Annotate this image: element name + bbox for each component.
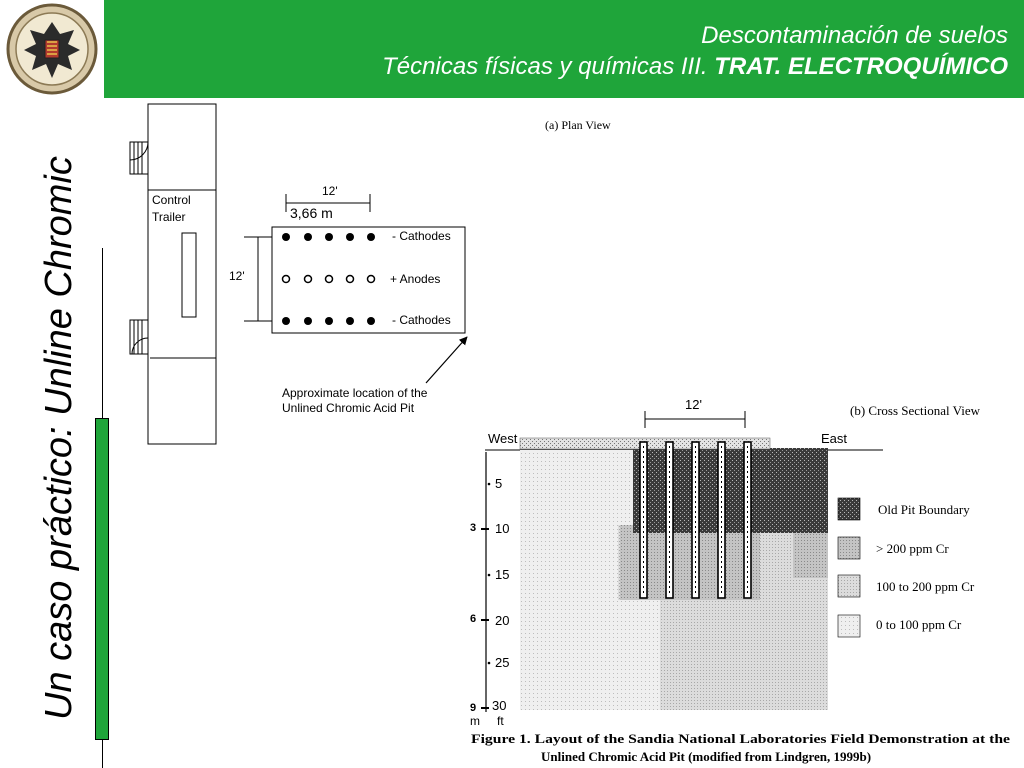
section-electrodes: [639, 441, 752, 599]
label-cathodes-bottom: - Cathodes: [392, 313, 451, 327]
tick-ft-10: 10: [495, 521, 509, 536]
plan-dim-left-ft: 12': [229, 269, 245, 283]
unit-m: m: [470, 714, 480, 728]
legend-swatch-100-200: [837, 574, 861, 598]
header-line-2-bold: TRAT. ELECTROQUÍMICO: [714, 53, 1008, 80]
section-view-heading: (b) Cross Sectional View: [850, 403, 981, 418]
label-west: West: [488, 431, 518, 446]
cathode-row-top: [282, 233, 375, 241]
depth-axis: [481, 452, 491, 712]
tick-m-9: 9: [470, 702, 476, 714]
plan-pit-outline: [271, 226, 466, 334]
plan-view-heading: (a) Plan View: [545, 118, 611, 132]
trailer-label-line-2: Trailer: [152, 210, 186, 224]
annotation-line-1: Approximate location of the: [282, 386, 428, 400]
legend-label-old-pit: Old Pit Boundary: [878, 502, 970, 517]
header-title: Descontaminación de suelos Técnicas físi…: [382, 20, 1008, 82]
annotation-arrow: [425, 336, 468, 384]
stairs-bottom-icon: [129, 319, 149, 355]
legend-swatch-old-pit: [837, 497, 861, 521]
tick-ft-5: 5: [495, 476, 502, 491]
legend-label-gt200: > 200 ppm Cr: [876, 541, 949, 556]
header-line-1: Descontaminación de suelos: [701, 22, 1008, 49]
tick-m-6: 6: [470, 613, 476, 625]
tick-ft-15: 15: [495, 567, 509, 582]
trailer-label-line-1: Control: [152, 193, 191, 207]
plan-dimension-left: 12': [229, 236, 272, 322]
plan-dimension-top: 12' 3,66 m: [285, 184, 371, 221]
figure-caption-line-2: Unlined Chromic Acid Pit (modified from …: [541, 749, 871, 764]
legend-label-100-200: 100 to 200 ppm Cr: [876, 579, 975, 594]
label-cathodes-top: - Cathodes: [392, 229, 451, 243]
stairs-top-icon: [129, 141, 149, 175]
anode-row: [281, 274, 376, 284]
header-bar: Descontaminación de suelos Técnicas físi…: [0, 0, 1024, 98]
tick-m-3: 3: [470, 522, 476, 534]
sidebar-green-bar: [95, 418, 109, 740]
header-line-2-regular: Técnicas físicas y químicas III.: [382, 53, 715, 80]
annotation-line-2: Unlined Chromic Acid Pit: [282, 401, 415, 415]
label-anodes: + Anodes: [390, 272, 440, 286]
soil-cross-section: [519, 437, 828, 710]
section-legend: Old Pit Boundary > 200 ppm Cr 100 to 200…: [837, 497, 975, 638]
logo-container: [0, 0, 104, 98]
tick-ft-20: 20: [495, 613, 509, 628]
control-trailer: Control Trailer: [129, 103, 217, 445]
plan-dim-top-m: 3,66 m: [290, 205, 333, 221]
legend-swatch-gt200: [837, 536, 861, 560]
plan-dim-top-ft: 12': [322, 184, 338, 198]
tick-ft-30: 30: [492, 698, 506, 713]
section-dim-ft: 12': [685, 397, 702, 412]
figure-caption-line-1: Figure 1. Layout of the Sandia National …: [471, 731, 1010, 746]
label-east: East: [821, 431, 847, 446]
section-dimension: 12': [644, 397, 746, 428]
tick-ft-25: 25: [495, 655, 509, 670]
header-line-2: Técnicas físicas y químicas III. TRAT. E…: [382, 51, 1008, 82]
unit-ft: ft: [497, 714, 504, 728]
legend-label-0-100: 0 to 100 ppm Cr: [876, 617, 962, 632]
university-seal-logo: [6, 3, 98, 95]
legend-swatch-0-100: [837, 614, 861, 638]
cathode-row-bottom: [282, 317, 375, 325]
